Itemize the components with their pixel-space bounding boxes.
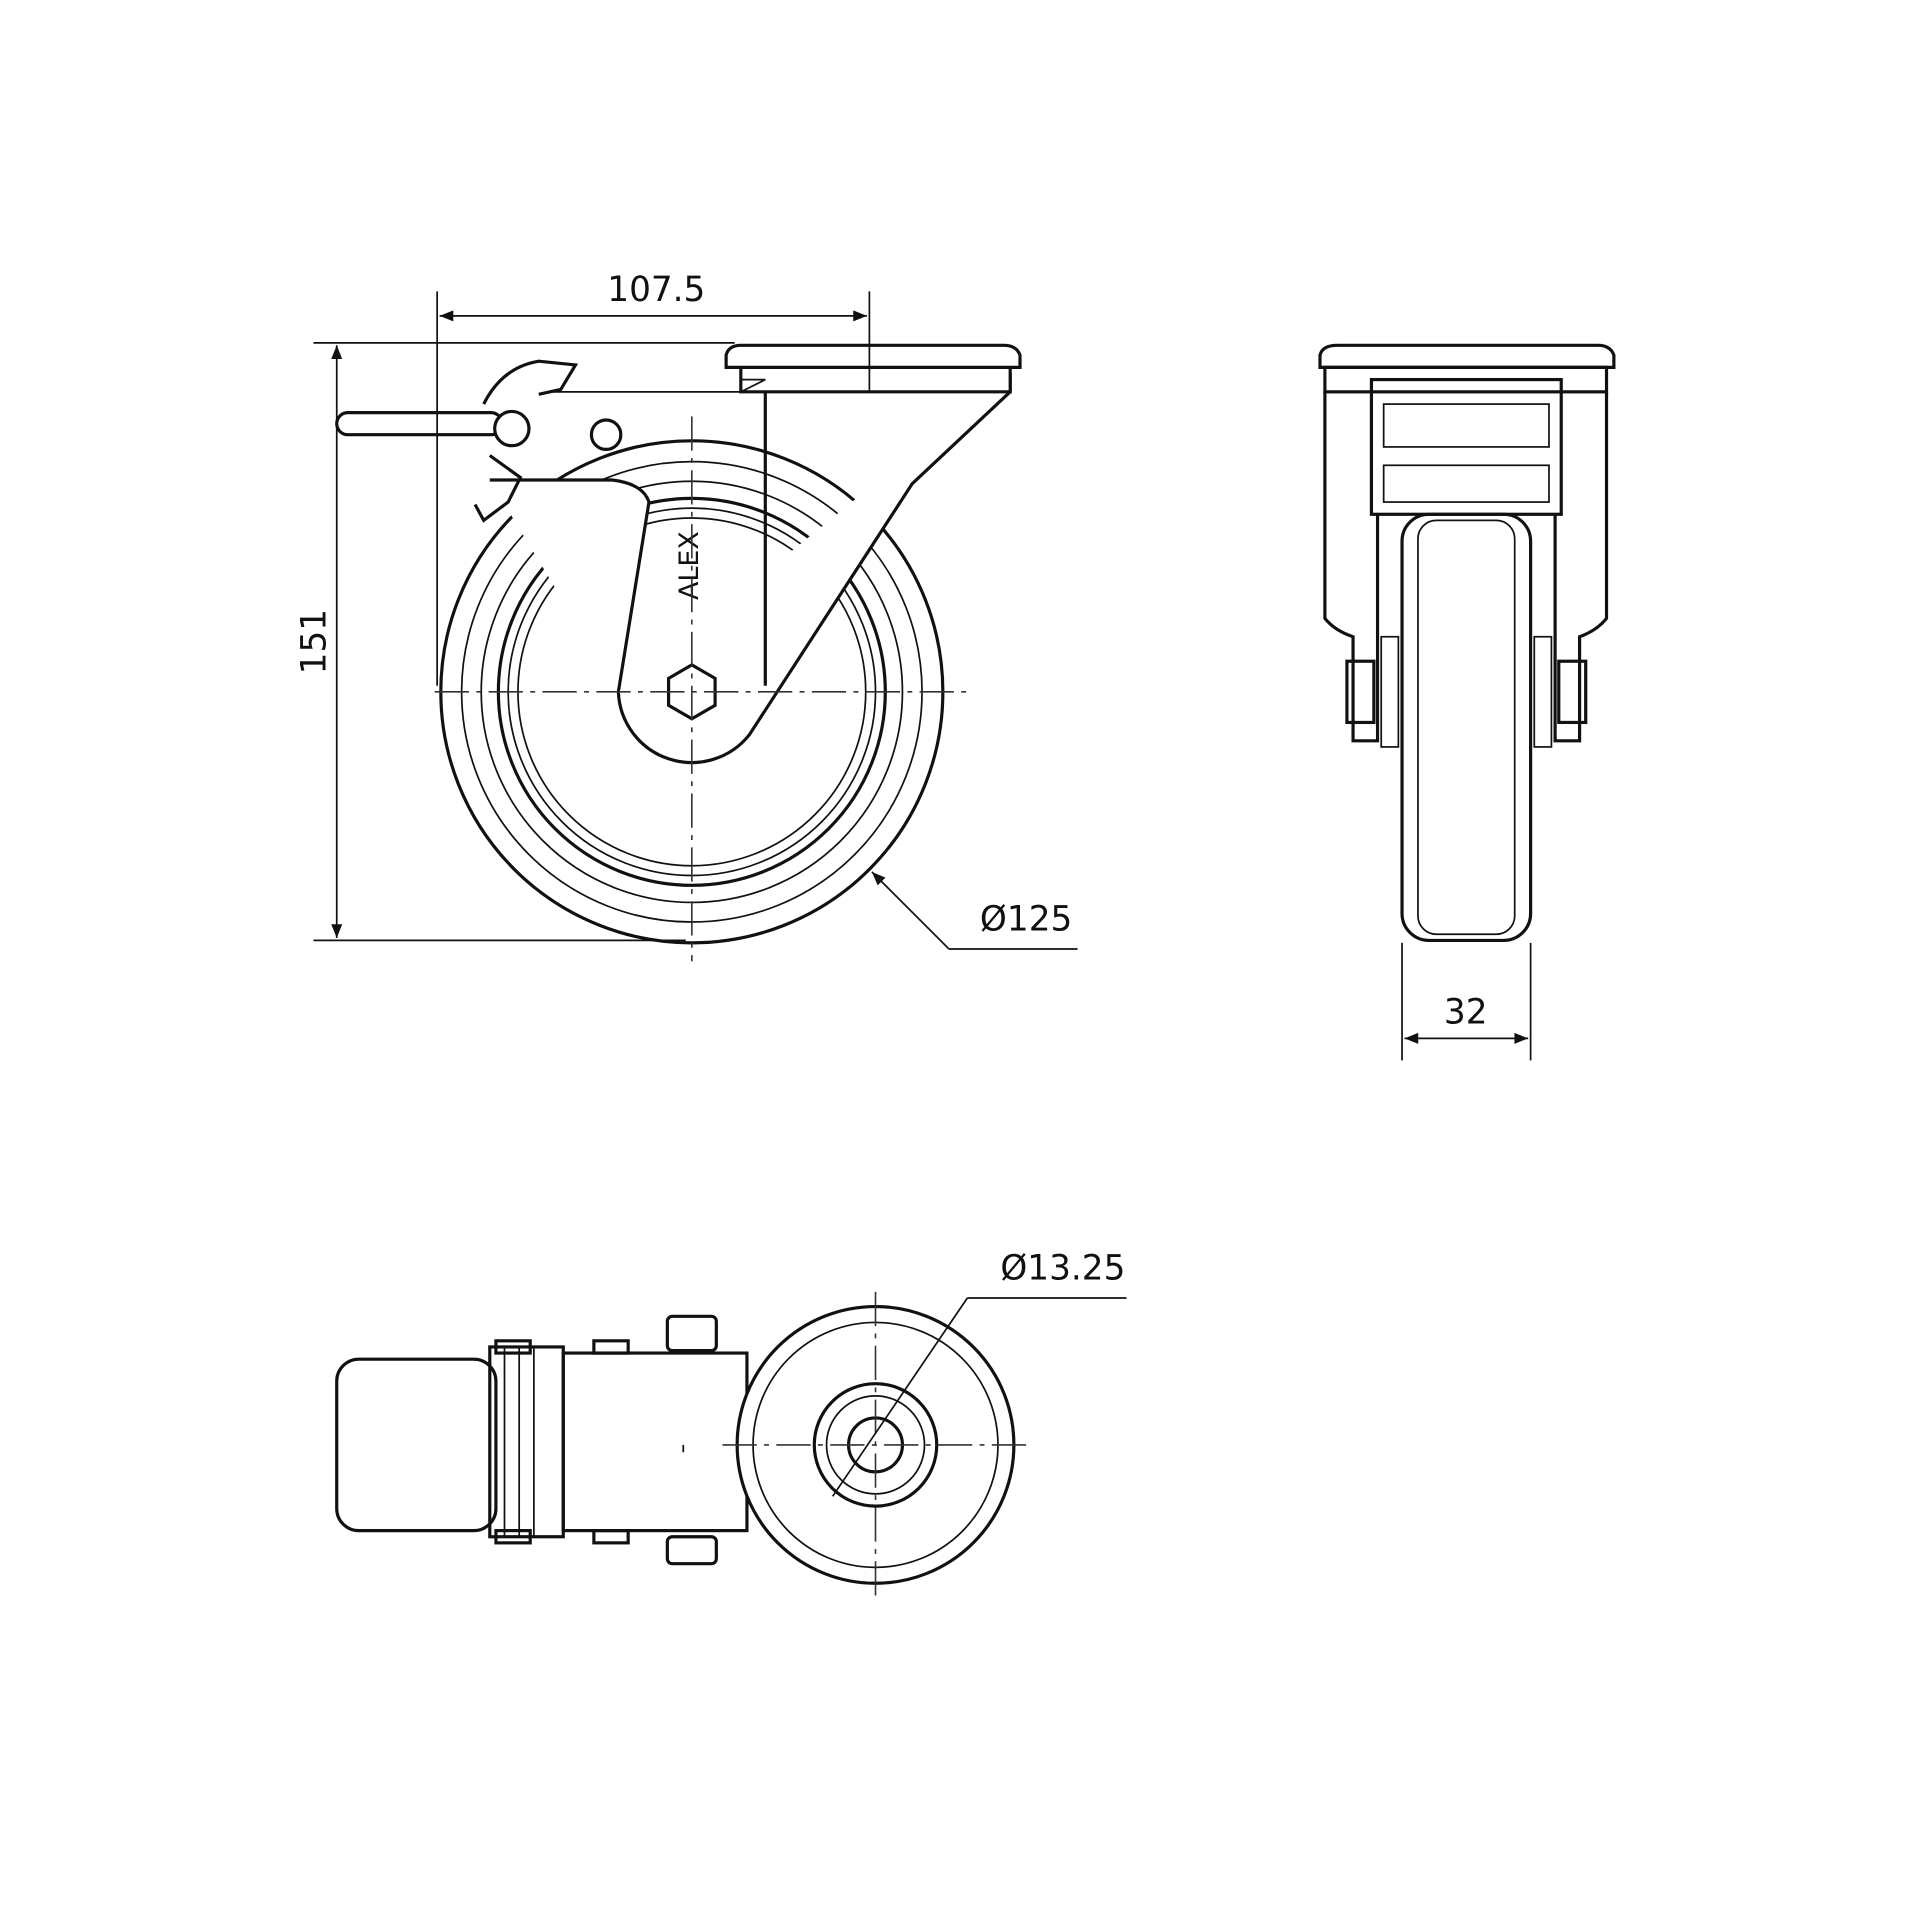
dim-151: 151 — [295, 609, 335, 674]
dim-wheel-diameter: Ø125 — [980, 900, 1072, 940]
brake-lever — [335, 359, 623, 523]
dim-bolt-hole: Ø13.25 — [1000, 1249, 1125, 1289]
dim-wheel-width: 32 — [1444, 993, 1488, 1033]
side-view: ALEX 107.5 151 Ø125 — [295, 270, 1078, 962]
top-view: Ø13.25 — [335, 1249, 1127, 1598]
brake-pedal — [335, 1357, 498, 1533]
fork-side: ALEX — [489, 343, 1022, 765]
wheel-front — [1400, 512, 1533, 942]
front-view: 32 — [1318, 343, 1616, 1061]
dim-107-5: 107.5 — [607, 270, 705, 310]
brand-logo: ALEX — [674, 531, 705, 600]
